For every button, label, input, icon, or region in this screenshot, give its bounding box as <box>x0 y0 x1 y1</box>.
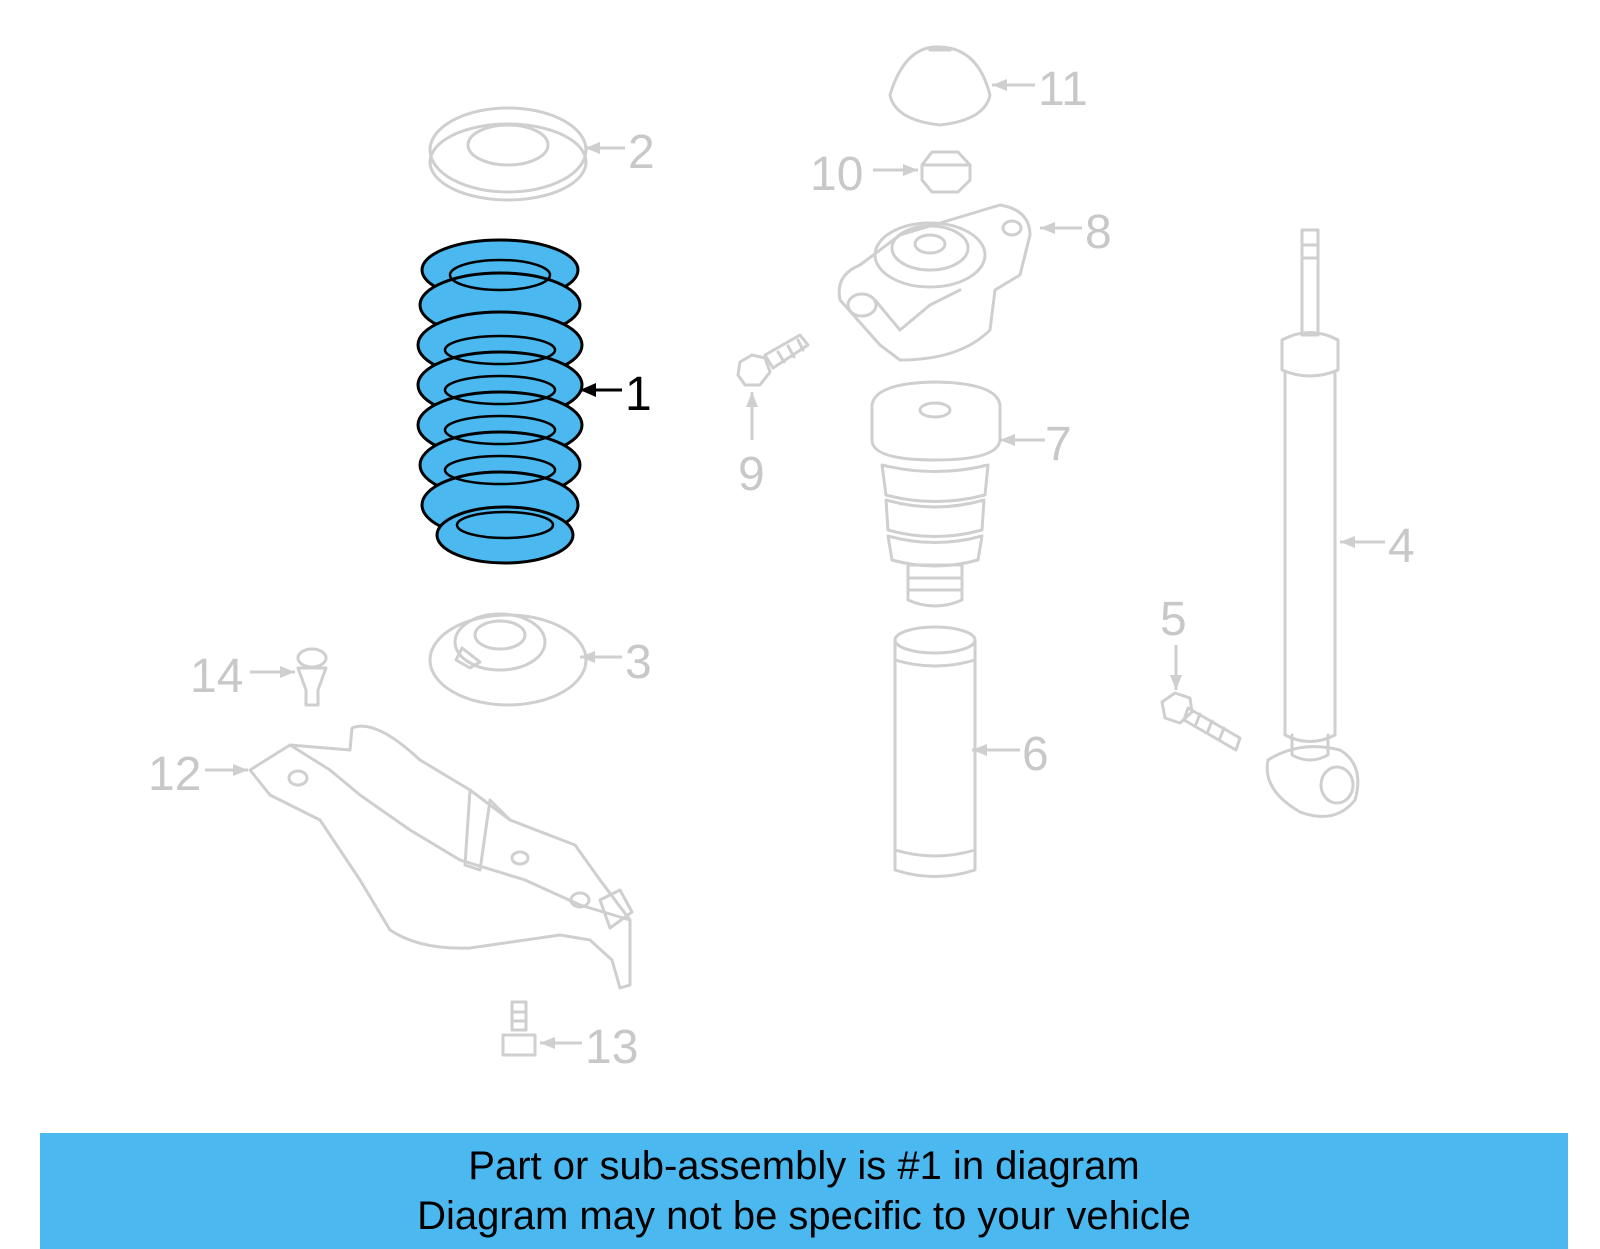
callout-4: 4 <box>1388 520 1415 573</box>
callout-10: 10 <box>810 148 863 201</box>
callout-9: 9 <box>738 448 765 501</box>
banner-line-2: Diagram may not be specific to your vehi… <box>417 1194 1191 1238</box>
callout-3: 3 <box>625 636 652 689</box>
part-12-control-arm[interactable] <box>248 724 634 990</box>
leader-1-arrowhead <box>580 383 596 397</box>
banner-line-1: Part or sub-assembly is #1 in diagram <box>468 1144 1140 1188</box>
callout-2: 2 <box>628 126 655 179</box>
callout-1: 1 <box>625 368 652 421</box>
leader-lines <box>205 79 1385 1049</box>
part-3-lower-spring-seat[interactable] <box>428 612 588 707</box>
part-5-bolt[interactable] <box>1160 691 1242 752</box>
part-13-bolt[interactable] <box>501 1000 537 1057</box>
callout-13: 13 <box>585 1021 638 1074</box>
part-4-shock-absorber[interactable] <box>1265 228 1360 818</box>
part-11-cap[interactable] <box>888 45 992 127</box>
callout-7: 7 <box>1045 418 1072 471</box>
part-7-bump-stop[interactable] <box>870 380 1002 608</box>
part-6-dust-boot[interactable] <box>893 625 977 878</box>
callout-8: 8 <box>1085 206 1112 259</box>
part-9-bolt[interactable] <box>736 333 810 387</box>
part-1-coil-spring[interactable] <box>416 238 584 565</box>
part-10-nut[interactable] <box>920 150 972 194</box>
callout-labels: 1 2 3 4 5 6 7 8 9 10 11 12 13 14 <box>148 63 1415 1074</box>
callout-12: 12 <box>148 748 201 801</box>
part-2-upper-spring-seat[interactable] <box>428 106 588 202</box>
callout-11: 11 <box>1038 63 1088 116</box>
part-14-clip[interactable] <box>296 647 328 707</box>
part-8-upper-mount[interactable] <box>837 203 1032 362</box>
callout-5: 5 <box>1160 593 1187 646</box>
callout-6: 6 <box>1022 728 1049 781</box>
callout-14: 14 <box>190 650 243 703</box>
info-banner: Part or sub-assembly is #1 in diagram Di… <box>40 1133 1568 1249</box>
